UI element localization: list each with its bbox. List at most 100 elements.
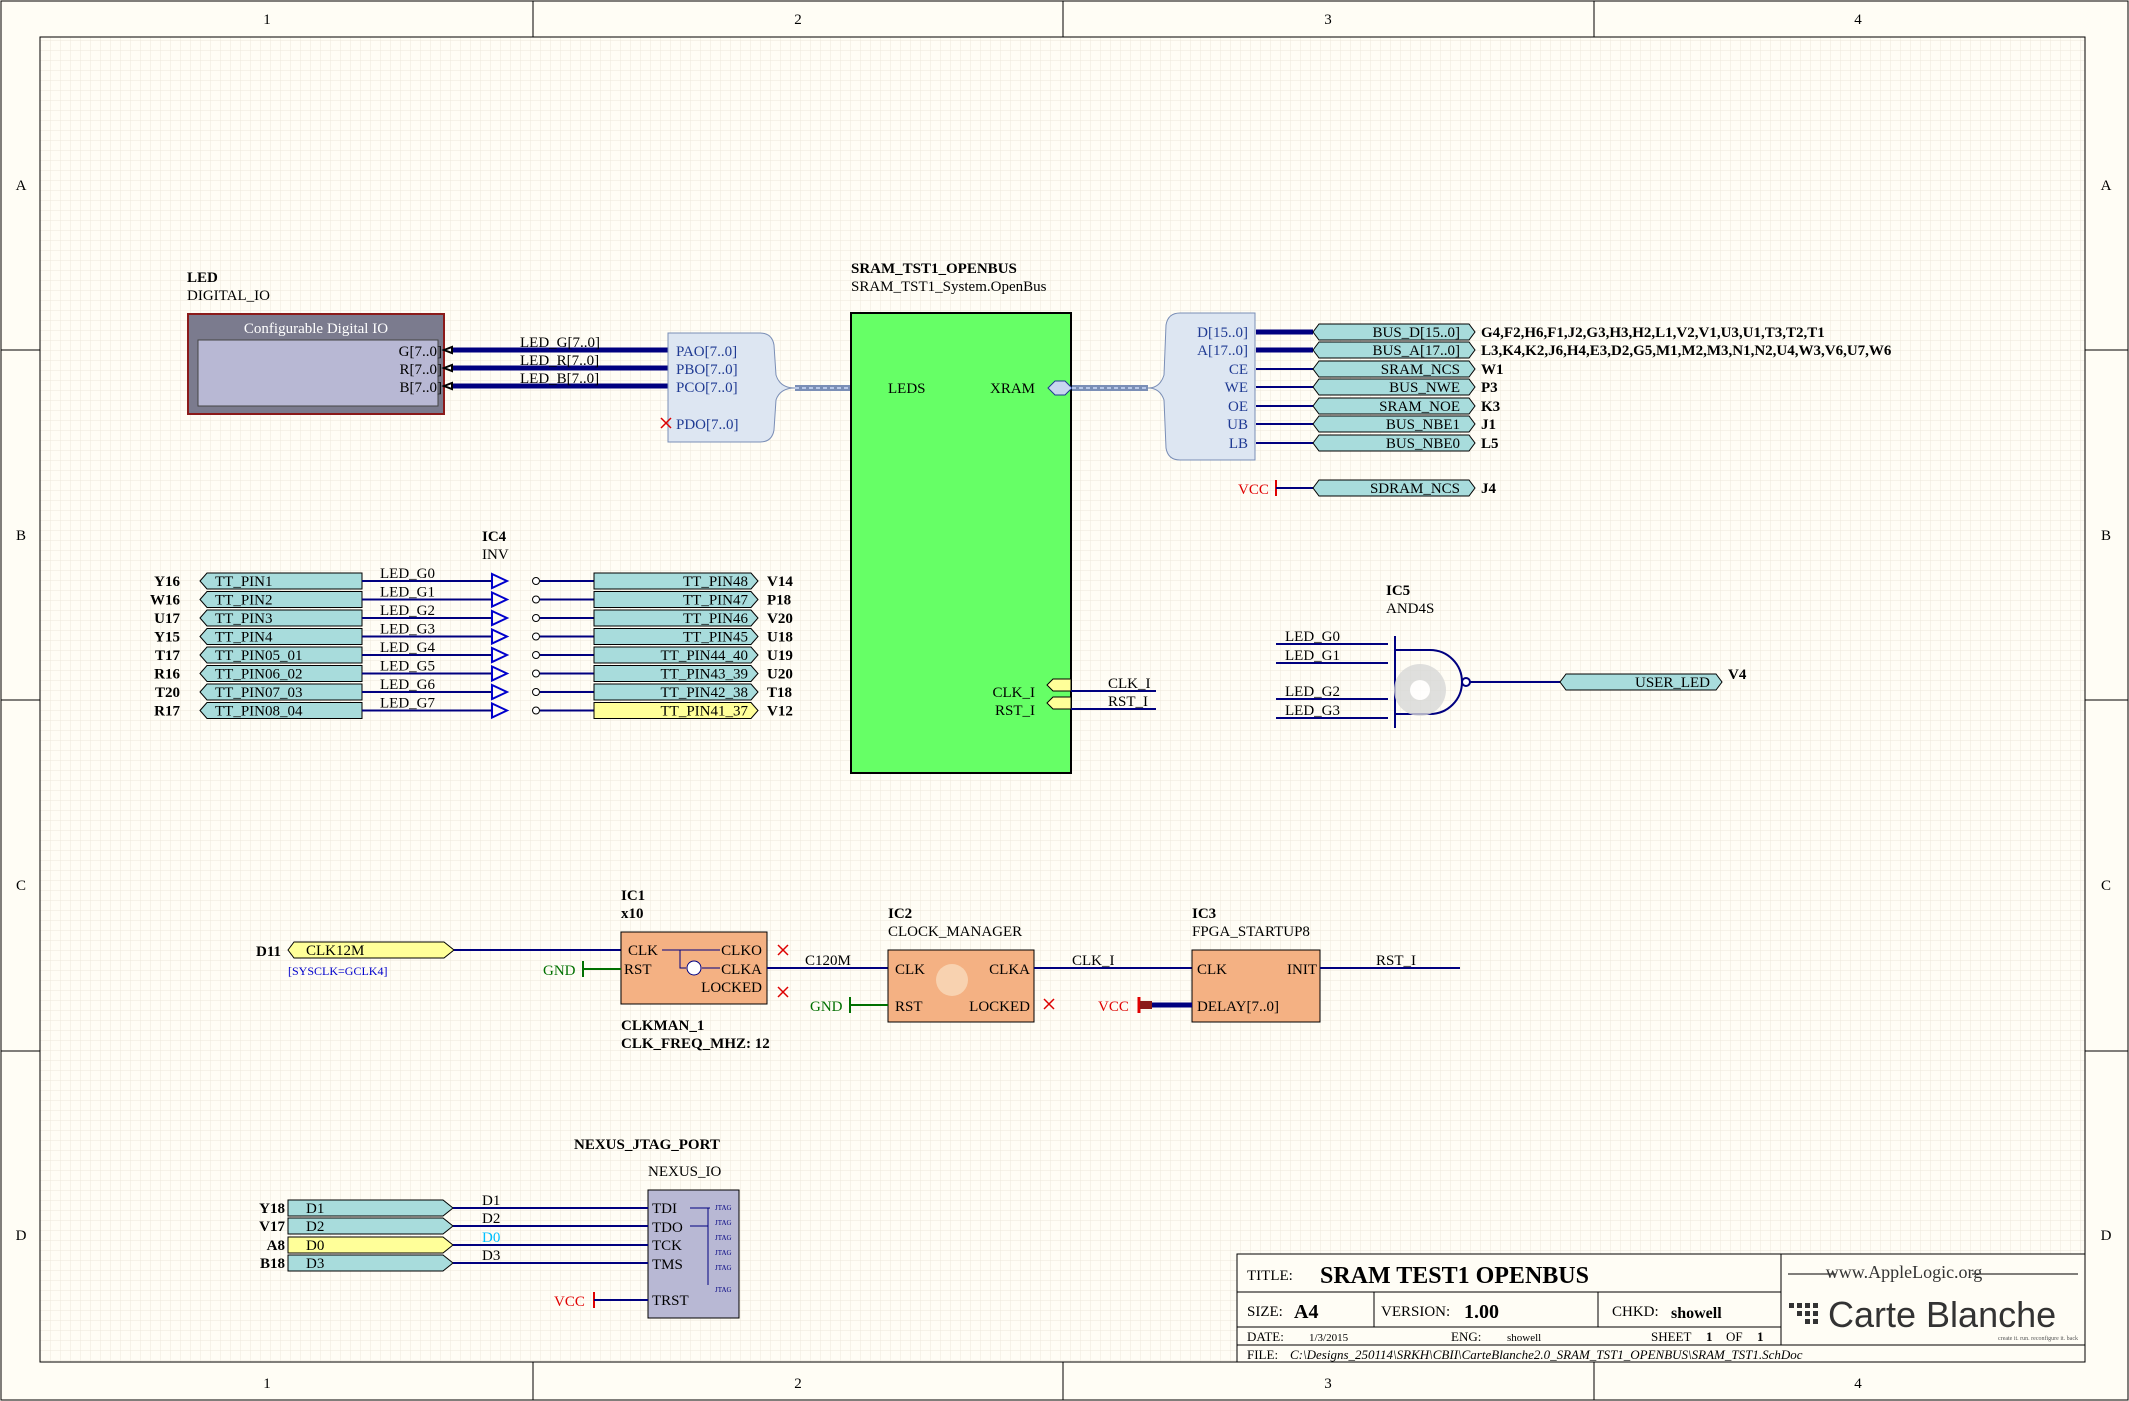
- inv-net-label: LED_G1: [380, 585, 435, 601]
- gnd-label: GND: [543, 963, 576, 979]
- xram-pin-locations: L3,K4,K2,J6,H4,E3,D2,G5,M1,M2,M3,N1,N2,U…: [1481, 343, 1892, 359]
- inv-in-loc: Y15: [154, 630, 180, 646]
- inv-out-loc: P18: [767, 593, 791, 609]
- bus-port: PCO[7..0]: [676, 380, 738, 396]
- led-digital-io[interactable]: LED DIGITAL_IO Configurable Digital IO G…: [187, 270, 445, 415]
- inv-net-label: LED_G0: [380, 566, 435, 582]
- vcc-ic3: VCC: [1098, 997, 1192, 1015]
- inv-in-loc: W16: [150, 593, 181, 609]
- ic1-pin: CLKA: [721, 962, 762, 978]
- xram-pin-locations: J1: [1481, 417, 1496, 433]
- ic1-clkman[interactable]: IC1 x10 CLK RST CLKO CLKA LOCKED CLKMAN_…: [620, 888, 789, 1052]
- ic2-clock-manager[interactable]: IC2 CLOCK_MANAGER CLK RST CLKA LOCKED: [887, 906, 1055, 1023]
- inv-net-label: LED_G5: [380, 659, 435, 675]
- inv-out-loc: V14: [767, 574, 793, 590]
- vcc-label: VCC: [1098, 999, 1129, 1015]
- sdram-loc: J4: [1481, 481, 1497, 497]
- sram-comment: SRAM_TST1_System.OpenBus: [851, 279, 1047, 295]
- title-block: TITLE: SRAM TEST1 OPENBUS SIZE: A4 VERSI…: [1236, 1253, 2086, 1363]
- user-led-loc: V4: [1728, 667, 1747, 683]
- tb-sheet: 1: [1706, 1329, 1713, 1344]
- sram-openbus-block[interactable]: SRAM_TST1_OPENBUS SRAM_TST1_System.OpenB…: [850, 261, 1072, 774]
- row-label-left: C: [16, 878, 26, 894]
- inverter-icon: [491, 646, 510, 664]
- inv-net-label: LED_G6: [380, 677, 435, 693]
- led-net-label: LED_B[7..0]: [520, 371, 599, 387]
- led-net-label: LED_R[7..0]: [520, 353, 599, 369]
- inv-in-loc: U17: [154, 611, 180, 627]
- inv-out-port-label: TT_PIN46: [683, 611, 748, 627]
- inv-bubble: [532, 632, 540, 641]
- nexus-mini-label: JTAG: [715, 1264, 732, 1272]
- inv-out-port-label: TT_PIN45: [683, 630, 748, 646]
- ic3-designator: IC3: [1192, 906, 1216, 922]
- c120m-wire: C120M: [767, 953, 888, 969]
- tb-chkd-label: CHKD:: [1612, 1304, 1659, 1320]
- row-label-right: A: [2101, 178, 2112, 194]
- ic1-pin: LOCKED: [701, 980, 762, 996]
- sram-pin-clk: CLK_I: [993, 685, 1036, 701]
- sram-pin-leds: LEDS: [888, 381, 926, 397]
- logo-url: www.AppleLogic.org: [1826, 1262, 1982, 1282]
- inv-bubble: [532, 706, 540, 715]
- xram-pin: LB: [1229, 436, 1248, 452]
- inv-out-port: [593, 572, 759, 590]
- nexus-mini-label: JTAG: [715, 1204, 732, 1212]
- ic5-net: LED_G1: [1285, 648, 1340, 664]
- clk-loc: D11: [256, 944, 281, 960]
- sram-pin-xram: XRAM: [990, 381, 1035, 397]
- nexus-comment: NEXUS_IO: [648, 1164, 721, 1180]
- inv-in-port-label: TT_PIN05_01: [215, 648, 303, 664]
- nexus-port: [287, 1254, 454, 1272]
- tb-title-label: TITLE:: [1247, 1268, 1293, 1284]
- tb-version-label: VERSION:: [1381, 1304, 1450, 1320]
- ic3-comment: FPGA_STARTUP8: [1192, 924, 1310, 940]
- led-pin: B[7..0]: [400, 380, 443, 396]
- ic2-comment: CLOCK_MANAGER: [888, 924, 1022, 940]
- bus-joiner-right: D[15..0] A[17..0] CE WE OE UB LB: [1047, 312, 1256, 461]
- ic5-comment: AND4S: [1386, 601, 1434, 617]
- ic4-comment: INV: [482, 547, 509, 563]
- led-pin-stub: [441, 381, 453, 391]
- nexus-jtag-port[interactable]: NEXUS_JTAG_PORT NEXUS_IO TDI TDO TCK TMS…: [574, 1137, 740, 1319]
- ic5-and-gate[interactable]: IC5 AND4S LED_G0 LED_G1 LED_G2 LED_G3 US…: [1276, 583, 1747, 728]
- inverter-icon: [491, 572, 510, 590]
- nexus-net-label: D0: [482, 1230, 500, 1246]
- inv-out-port-label: TT_PIN41_37: [661, 704, 749, 720]
- inv-out-port: [593, 702, 759, 719]
- led-comment: DIGITAL_IO: [187, 288, 270, 304]
- inv-bubble: [532, 577, 540, 585]
- ic3-fpga-startup[interactable]: IC3 FPGA_STARTUP8 CLK DELAY[7..0] INIT R…: [1191, 906, 1460, 1023]
- gear-icon: [936, 964, 968, 996]
- xram-pin-locations: P3: [1481, 380, 1498, 396]
- inverter-icon: [491, 701, 510, 720]
- clk12m-input: D11 CLK12M [SYSCLK=GCLK4]: [256, 941, 621, 978]
- tb-file: C:\Designs_250114\SRKH\CBII\CarteBlanche…: [1290, 1347, 1803, 1362]
- tb-file-label: FILE:: [1247, 1347, 1278, 1362]
- clk-note: [SYSCLK=GCLK4]: [288, 964, 387, 978]
- led-pin: R[7..0]: [400, 362, 443, 378]
- col-label-top: 1: [263, 12, 271, 28]
- inv-out-port-label: TT_PIN47: [683, 593, 748, 609]
- nexus-loc: B18: [260, 1256, 285, 1272]
- inv-out-port: [593, 628, 759, 645]
- inverter-icon: [491, 664, 510, 683]
- clk-i-wire: CLK_I: [1034, 953, 1192, 969]
- tb-version: 1.00: [1464, 1301, 1499, 1323]
- carte-blanche-logo: www.AppleLogic.org Carte Blanche create …: [1788, 1262, 2078, 1342]
- inv-in-port-label: TT_PIN07_03: [215, 685, 303, 701]
- xram-pin: UB: [1227, 417, 1248, 433]
- xram-port-label: BUS_NWE: [1389, 380, 1460, 396]
- inv-out-port: [593, 665, 759, 682]
- xram-pin-locations: W1: [1481, 362, 1504, 378]
- inv-out-port-label: TT_PIN44_40: [661, 648, 749, 664]
- ic2-pin: CLKA: [989, 962, 1030, 978]
- inv-in-port-label: TT_PIN3: [215, 611, 273, 627]
- inverter-icon: [491, 609, 510, 627]
- sdram-ncs: VCC SDRAM_NCS J4: [1238, 479, 1497, 498]
- bus-port: PAO[7..0]: [676, 344, 737, 360]
- inv-out-port: [593, 646, 759, 664]
